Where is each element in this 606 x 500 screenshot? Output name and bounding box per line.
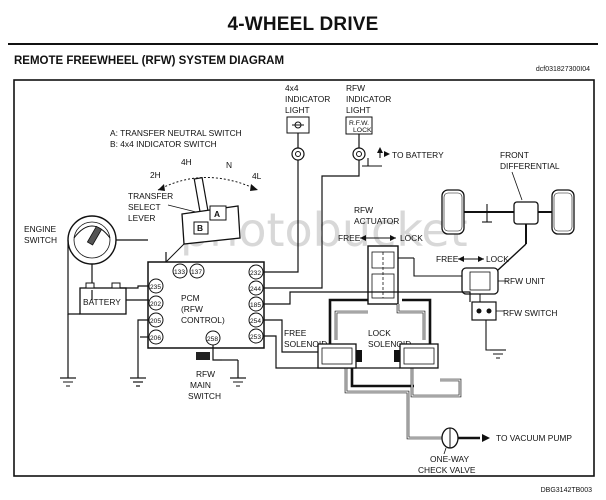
indicator-wiring — [264, 133, 360, 289]
figure-code: DBG3142TB003 — [540, 487, 592, 494]
diagram-title: REMOTE FREEWHEEL (RFW) SYSTEM DIAGRAM — [14, 55, 285, 67]
svg-text:LOCK: LOCK — [400, 233, 423, 243]
bulb-icon — [291, 147, 305, 161]
svg-text:CONTROL): CONTROL) — [181, 315, 225, 325]
svg-text:R.F.W.: R.F.W. — [349, 120, 369, 127]
pcm-power-wiring — [91, 252, 167, 387]
free-solenoid: FREE SOLENOID — [284, 328, 362, 369]
svg-text:SWITCH: SWITCH — [188, 391, 221, 401]
svg-text:LEVER: LEVER — [128, 213, 155, 223]
svg-text:SWITCH: SWITCH — [24, 235, 57, 245]
4x4-indicator-light: 4x4 INDICATOR LIGHT — [285, 83, 330, 161]
svg-text:LIGHT: LIGHT — [285, 105, 310, 115]
svg-text:RFW SWITCH: RFW SWITCH — [503, 308, 557, 318]
svg-text:TO BATTERY: TO BATTERY — [392, 150, 444, 160]
svg-text:4L: 4L — [252, 171, 262, 181]
svg-text:MAIN: MAIN — [190, 380, 211, 390]
lock-solenoid: LOCK SOLENOID — [368, 328, 439, 369]
svg-text:(RFW: (RFW — [181, 304, 203, 314]
svg-text:DIFFERENTIAL: DIFFERENTIAL — [500, 161, 560, 171]
rfw-indicator-light: RFW INDICATOR LIGHT R.F.W. LOCK — [345, 83, 391, 161]
pcm-control-unit: PCM (RFW CONTROL) 133 137 232 244 185 25… — [147, 261, 265, 349]
bulb-icon — [352, 147, 366, 161]
pin-185: 185 — [250, 302, 261, 309]
svg-text:4x4: 4x4 — [285, 83, 299, 93]
svg-text:SELECT: SELECT — [128, 202, 161, 212]
switch-b-label: B — [197, 223, 203, 233]
transfer-select-lever: 4H 2H N 4L TRANSFER SELECT LEVER A B — [128, 157, 262, 263]
svg-text:LOCK: LOCK — [368, 328, 391, 338]
svg-text:FREE: FREE — [436, 254, 459, 264]
svg-text:RFW UNIT: RFW UNIT — [504, 276, 545, 286]
pin-254: 254 — [250, 318, 261, 325]
svg-text:N: N — [226, 160, 232, 170]
svg-text:PCM: PCM — [181, 293, 200, 303]
svg-text:INDICATOR: INDICATOR — [285, 94, 330, 104]
one-way-check-valve: TO VACUUM PUMP ONE-WAY CHECK VALVE — [418, 427, 572, 475]
pin-206: 206 — [150, 335, 161, 342]
battery: BATTERY — [60, 274, 127, 387]
pin-202: 202 — [150, 301, 161, 308]
title-divider — [8, 43, 598, 45]
svg-text:ENGINE: ENGINE — [24, 224, 57, 234]
pin-205: 205 — [150, 318, 161, 325]
diagram-frame — [13, 79, 595, 477]
pin-235: 235 — [150, 284, 161, 291]
svg-text:RFW: RFW — [196, 369, 215, 379]
svg-text:RFW: RFW — [346, 83, 365, 93]
pin-244: 244 — [250, 286, 261, 293]
svg-text:RFW: RFW — [354, 205, 373, 215]
svg-text:FREE: FREE — [284, 328, 307, 338]
rfw-unit: FREE LOCK RFW UNIT — [413, 243, 545, 295]
svg-text:TRANSFER: TRANSFER — [128, 191, 173, 201]
pin-133: 133 — [174, 269, 185, 276]
svg-text:ACTUATOR: ACTUATOR — [354, 216, 399, 226]
svg-text:LIGHT: LIGHT — [346, 105, 371, 115]
svg-text:SOLENOID: SOLENOID — [368, 339, 411, 349]
svg-text:CHECK VALVE: CHECK VALVE — [418, 465, 476, 475]
svg-text:LOCK: LOCK — [486, 254, 509, 264]
legend-a: A: TRANSFER NEUTRAL SWITCH — [110, 128, 242, 138]
svg-text:FRONT: FRONT — [500, 150, 529, 160]
svg-text:INDICATOR: INDICATOR — [346, 94, 391, 104]
svg-text:BATTERY: BATTERY — [83, 297, 121, 307]
legend-b: B: 4x4 INDICATOR SWITCH — [110, 139, 217, 149]
svg-text:SOLENOID: SOLENOID — [284, 339, 327, 349]
front-differential: FRONT DIFFERENTIAL — [441, 150, 575, 244]
rfw-switch: RFW SWITCH — [471, 294, 557, 359]
pin-253: 253 — [250, 334, 261, 341]
svg-text:LOCK: LOCK — [353, 127, 372, 134]
svg-text:ONE-WAY: ONE-WAY — [430, 454, 469, 464]
pin-232: 232 — [250, 270, 261, 277]
page-title: 4-WHEEL DRIVE — [227, 14, 379, 35]
to-battery-arrow: TO BATTERY — [362, 147, 444, 167]
pin-258: 258 — [207, 336, 218, 343]
vacuum-hoses — [328, 298, 462, 440]
rfw-actuator: RFW ACTUATOR FREE LOCK — [338, 205, 423, 305]
document-code: dcf031827300I04 — [535, 66, 590, 73]
rfw-main-switch: RFW MAIN SWITCH — [188, 345, 246, 401]
switch-a-label: A — [214, 209, 220, 219]
svg-text:2H: 2H — [150, 170, 161, 180]
svg-text:TO VACUUM PUMP: TO VACUUM PUMP — [496, 433, 572, 443]
svg-text:FREE: FREE — [338, 233, 361, 243]
svg-text:4H: 4H — [181, 157, 192, 167]
engine-switch: ENGINE SWITCH — [24, 215, 148, 290]
pin-137: 137 — [191, 269, 202, 276]
